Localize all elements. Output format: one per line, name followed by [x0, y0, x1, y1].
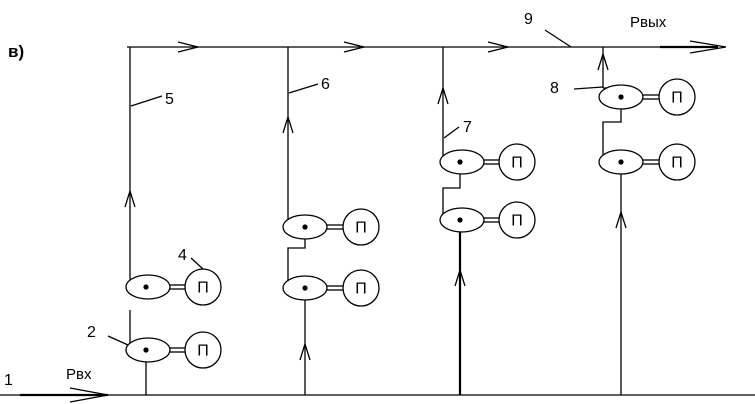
pump-shaft-dot	[457, 159, 463, 165]
pump-unit-b4-upper: П	[598, 78, 696, 116]
inlet-arrow	[20, 387, 109, 403]
flow-arrow-top-2	[343, 41, 365, 53]
pump-unit-b2-upper: П	[282, 208, 380, 246]
motor-icon	[184, 331, 222, 369]
callout-5: 5	[165, 91, 174, 108]
flow-arrow-branch-2	[282, 114, 294, 134]
flow-arrow-branch-1	[124, 188, 136, 208]
pump-shaft-dot	[618, 159, 624, 165]
flow-arrow-branch-4	[597, 51, 609, 71]
pump-shaft-dot	[302, 224, 308, 230]
callout-8: 8	[550, 80, 559, 97]
pump-shaft-dot	[143, 347, 149, 353]
motor-label: П	[511, 213, 523, 230]
callout-2: 2	[87, 324, 96, 341]
motor-icon	[658, 78, 696, 116]
motor-icon	[342, 269, 380, 307]
motor-icon	[498, 143, 536, 181]
motor-label: П	[355, 281, 367, 298]
pump-unit-b1-upper: П	[125, 268, 222, 306]
flow-arrow-top-1	[177, 41, 199, 53]
leader-7	[443, 126, 460, 139]
pump-unit-b3-lower: П	[439, 201, 536, 239]
part-label: в)	[8, 42, 24, 61]
motor-label: П	[355, 220, 367, 237]
leader-2	[107, 335, 129, 346]
motor-icon	[342, 208, 380, 246]
leader-4	[190, 257, 204, 270]
leader-9	[544, 29, 572, 48]
flow-arrow-branch-3	[437, 85, 449, 105]
callout-9: 9	[524, 11, 533, 28]
motor-label: П	[671, 90, 683, 107]
p-in-label: Рвх	[66, 366, 92, 383]
outlet-arrow	[660, 40, 727, 54]
branch-3-link	[442, 162, 461, 218]
flow-arrow-branch-2-feed	[299, 341, 311, 361]
leader-5	[130, 95, 163, 107]
pump-unit-b3-upper: П	[439, 143, 536, 181]
pump-shaft-dot	[618, 94, 624, 100]
pump-unit-b4-lower: П	[598, 143, 696, 181]
flow-arrow-top-3	[487, 41, 509, 53]
pump-shaft-dot	[457, 217, 463, 223]
callout-6: 6	[321, 76, 330, 93]
pump-unit-b1-lower: П	[125, 331, 222, 369]
leader-6	[288, 83, 319, 94]
motor-icon	[658, 143, 696, 181]
callout-1: 1	[4, 372, 13, 389]
motor-label: П	[197, 280, 209, 297]
pump-unit-b2-lower: П	[282, 269, 380, 307]
pump-shaft-dot	[302, 285, 308, 291]
flow-arrow-branch-4-feed	[615, 209, 627, 229]
pump-shaft-dot	[143, 284, 149, 290]
callout-4: 4	[178, 247, 187, 264]
p-out-label: Рвых	[630, 14, 667, 31]
motor-label: П	[511, 155, 523, 172]
callout-7: 7	[463, 119, 472, 136]
motor-label: П	[197, 343, 209, 360]
motor-icon	[498, 201, 536, 239]
motor-label: П	[671, 155, 683, 172]
leader-8	[573, 86, 604, 90]
flow-arrow-branch-3-feed	[454, 267, 466, 287]
